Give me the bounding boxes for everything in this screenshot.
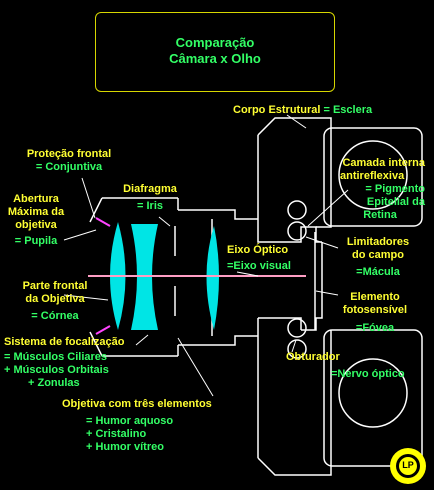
camera-body [257,117,423,476]
label-abertura-3: objetiva [15,219,57,231]
label-protecao: Proteção frontal [26,148,112,160]
label-humores-group: = Humor aquoso + Cristalino + Humor vítr… [86,415,173,454]
label-humor-vitreo: + Humor vítreo [86,441,164,453]
label-corpo: Corpo Estrutural [233,104,321,116]
label-parte-2: da Objetiva [25,293,85,305]
label-humor-aquoso: = Humor aquoso [86,415,174,427]
logo-text: LP [402,460,414,470]
lp-logo: LP [390,448,426,484]
label-musculos-orbitais: + Músculos Orbitais [4,364,109,376]
label-elemento-1: Elemento [350,291,400,303]
label-pupila: = Pupila [14,235,58,247]
label-camada-1: Camada interna [342,157,425,169]
label-objetiva: Objetiva com três elementos [62,398,212,410]
label-camada-group: Camada interna antireflexiva = Pigmento … [335,157,425,222]
label-abertura-2: Máxima da [7,206,65,218]
label-eixo-optico: Eixo Óptico [227,244,289,256]
label-macula: =Mácula [356,266,400,278]
label-elemento-2: fotosensível [342,304,408,316]
label-zonulas: + Zonulas [28,377,80,389]
label-musculos-ciliares: = Músculos Ciliares [4,351,108,363]
label-cornea: = Córnea [31,310,79,322]
label-fovea: =Fóvea [355,322,395,334]
label-elemento-group: Elemento fotosensível =Fóvea [330,291,420,335]
label-conjuntiva: = Conjuntiva [35,161,103,173]
title-text: Comparação Câmara x Olho [96,35,334,67]
label-sistema: Sistema de focalização [4,336,125,348]
title-line-1: Comparação [175,35,255,50]
label-diafragma: Diafragma [123,183,177,195]
label-abertura-group: Abertura Máxima da objetiva = Pupila [4,193,68,248]
label-eixo-group: Eixo Óptico =Eixo visual [227,244,291,273]
label-musculos-group: = Músculos Ciliares + Músculos Orbitais … [4,351,109,390]
label-camada-2: antireflexiva [340,170,405,182]
label-diafragma-group: Diafragma = Iris [120,183,180,213]
label-abertura-1: Abertura [13,193,59,205]
label-pigmento-3: Retina [363,209,397,221]
label-limitadores-2: do campo [352,249,404,261]
label-obturador: Obturador [286,351,340,363]
leader-lines [63,114,349,397]
label-parte-frontal-group: Parte frontal da Objetiva = Córnea [18,280,92,323]
label-esclera: = Esclera [323,104,373,116]
title-line-2: Câmara x Olho [169,51,261,66]
label-cristalino: + Cristalino [86,428,147,440]
label-limitadores-1: Limitadores [346,236,410,248]
label-corpo-estrutural: Corpo Estrutural = Esclera [233,104,372,117]
logo-inner [399,457,417,475]
label-pigmento-1: = Pigmento [365,183,425,195]
label-pigmento-2: Epitelial da [366,196,425,208]
label-eixo-visual: =Eixo visual [227,260,291,272]
title-box: Comparação Câmara x Olho [95,12,335,92]
label-limitadores-group: Limitadores do campo =Mácula [338,236,418,279]
label-iris: = Iris [137,200,163,212]
label-nervo-optico: =Nervo óptico [331,368,405,380]
front-cover [95,217,111,335]
label-protecao-frontal: Proteção frontal = Conjuntiva [20,148,118,174]
label-parte-1: Parte frontal [22,280,88,292]
